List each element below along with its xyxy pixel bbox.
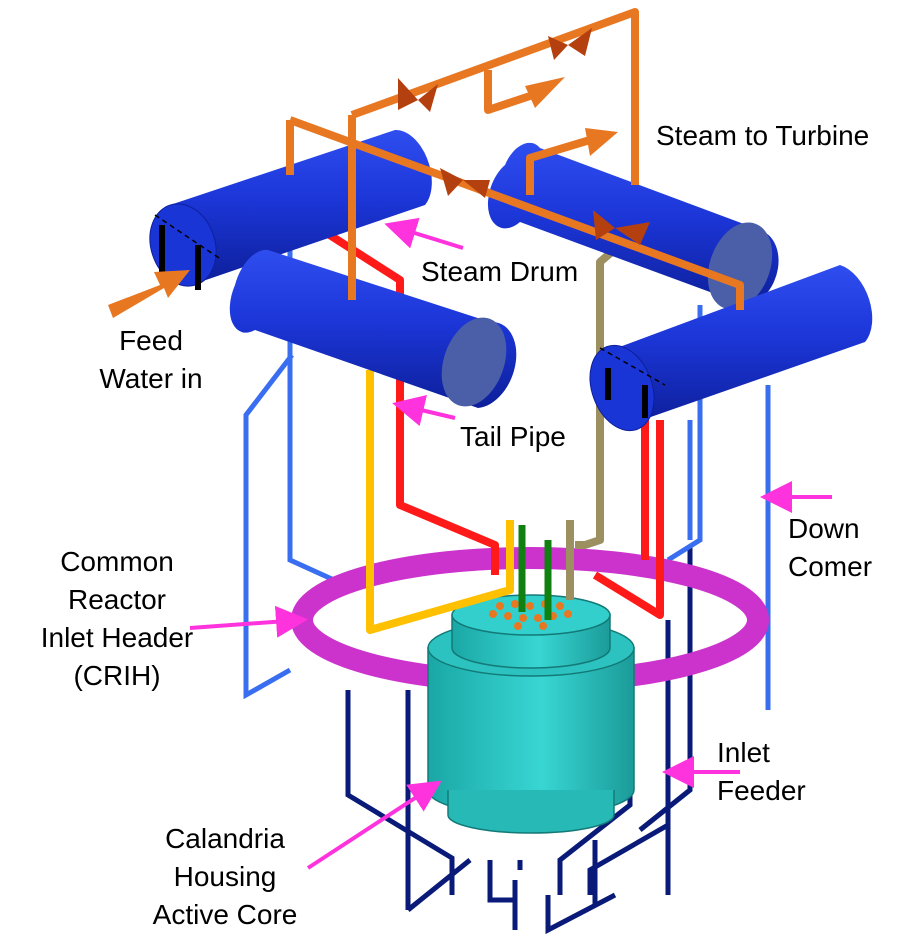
valve-icon — [440, 168, 490, 198]
steam-drum-back-right — [487, 142, 779, 310]
pointer-arrows — [189, 217, 832, 870]
tail-pipe-label: Tail Pipe — [460, 421, 566, 452]
steam-valves — [398, 28, 650, 245]
steam-to-turbine-label: Steam to Turbine — [656, 120, 870, 151]
steam-drum-front-right — [589, 265, 873, 432]
tail-pipes — [322, 228, 664, 634]
valve-icon — [548, 28, 592, 60]
down-comer-pipes — [243, 240, 771, 710]
steam-drum-front-left — [229, 249, 517, 408]
feed-water-arrow — [108, 270, 190, 318]
steam-flow-arrows — [525, 77, 618, 156]
calandria-housing — [427, 594, 635, 834]
steam-drum-back-left — [149, 129, 432, 290]
valve-icon — [398, 78, 438, 112]
fuel-rods — [518, 525, 552, 620]
steam-pipes — [286, 8, 744, 310]
valve-icon — [593, 210, 650, 245]
steam-drum-label: Steam Drum — [421, 256, 579, 287]
